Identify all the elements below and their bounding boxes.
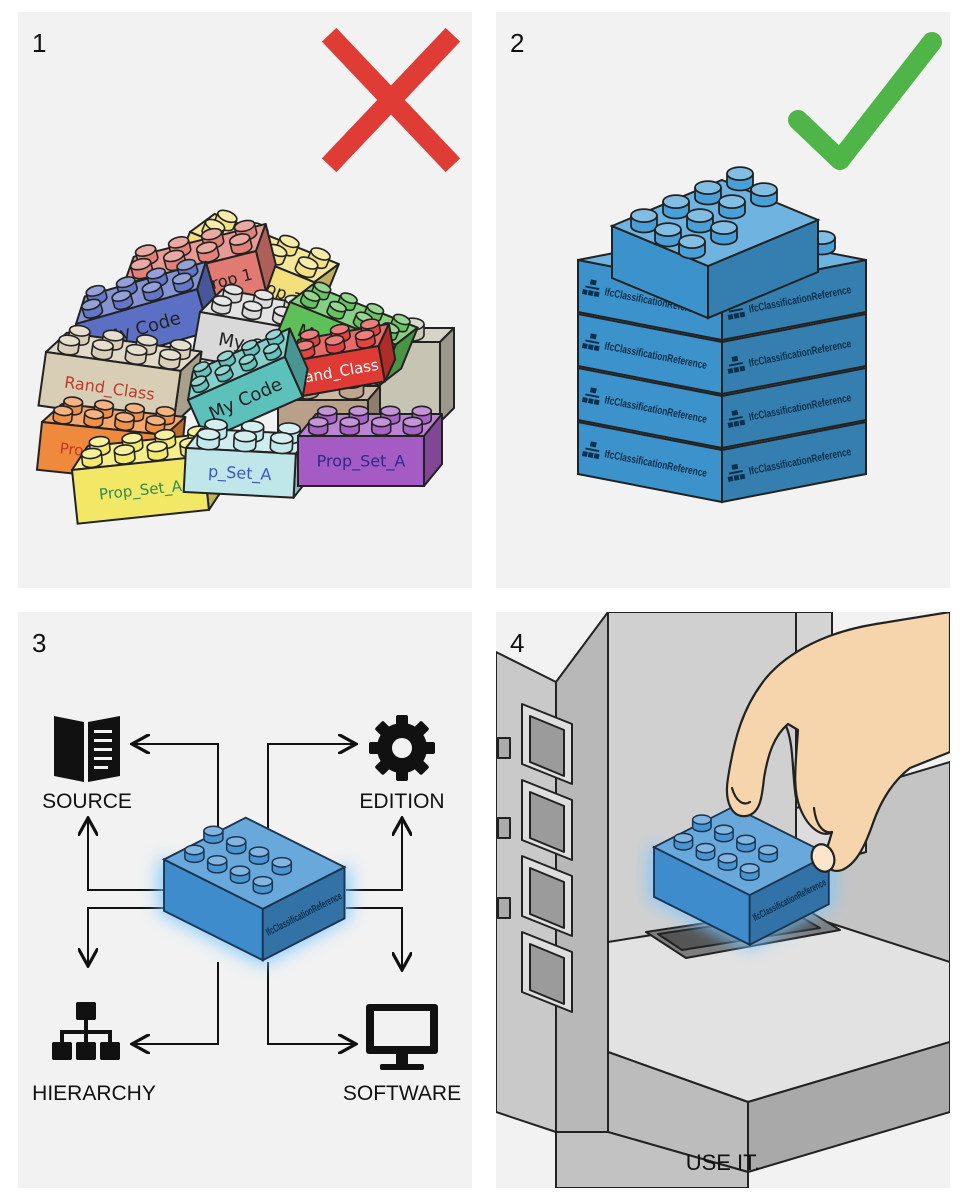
edition-label: EDITION bbox=[359, 790, 444, 813]
building bbox=[496, 612, 950, 1188]
book-icon bbox=[54, 716, 120, 782]
building-illustration: IfcClassificationReference USE IT. bbox=[496, 612, 950, 1188]
gear-icon bbox=[369, 715, 435, 781]
messy-brick: p_Set_A bbox=[182, 418, 312, 499]
placed-brick: IfcClassificationReference bbox=[648, 805, 835, 951]
software-label: SOFTWARE bbox=[343, 1082, 461, 1105]
red-x-icon bbox=[321, 27, 461, 173]
panel-4-use-it: 4 bbox=[496, 612, 950, 1188]
panel-number: 2 bbox=[510, 28, 525, 58]
relationship-diagram: SOURCE EDITION HIERARCHY bbox=[32, 715, 461, 1105]
use-it-caption: USE IT. bbox=[686, 1150, 761, 1175]
panel-number: 1 bbox=[32, 28, 47, 58]
brick-label: Prop_Set_A bbox=[317, 452, 406, 472]
hierarchy-label: HIERARCHY bbox=[32, 1082, 156, 1105]
hand-icon bbox=[725, 612, 950, 873]
messy-brick: My Code bbox=[186, 327, 309, 442]
panel-number: 3 bbox=[32, 628, 47, 658]
brick-label: p_Set_A bbox=[208, 462, 272, 485]
panel-3-properties: 3 SOURCE bbox=[18, 612, 472, 1188]
center-brick: IfcClassificationReference bbox=[158, 816, 351, 966]
messy-brick: Prop_Set_A bbox=[297, 405, 443, 487]
panel-number: 4 bbox=[510, 628, 525, 658]
green-check-icon bbox=[788, 32, 942, 170]
ifc-brick: IfcClassificationReference bbox=[648, 805, 835, 951]
source-label: SOURCE bbox=[42, 790, 132, 813]
hierarchy-icon bbox=[52, 1002, 120, 1060]
arrows bbox=[88, 744, 402, 1044]
ifc-brick: IfcClassificationReference bbox=[158, 816, 351, 966]
monitor-icon bbox=[366, 1004, 438, 1070]
